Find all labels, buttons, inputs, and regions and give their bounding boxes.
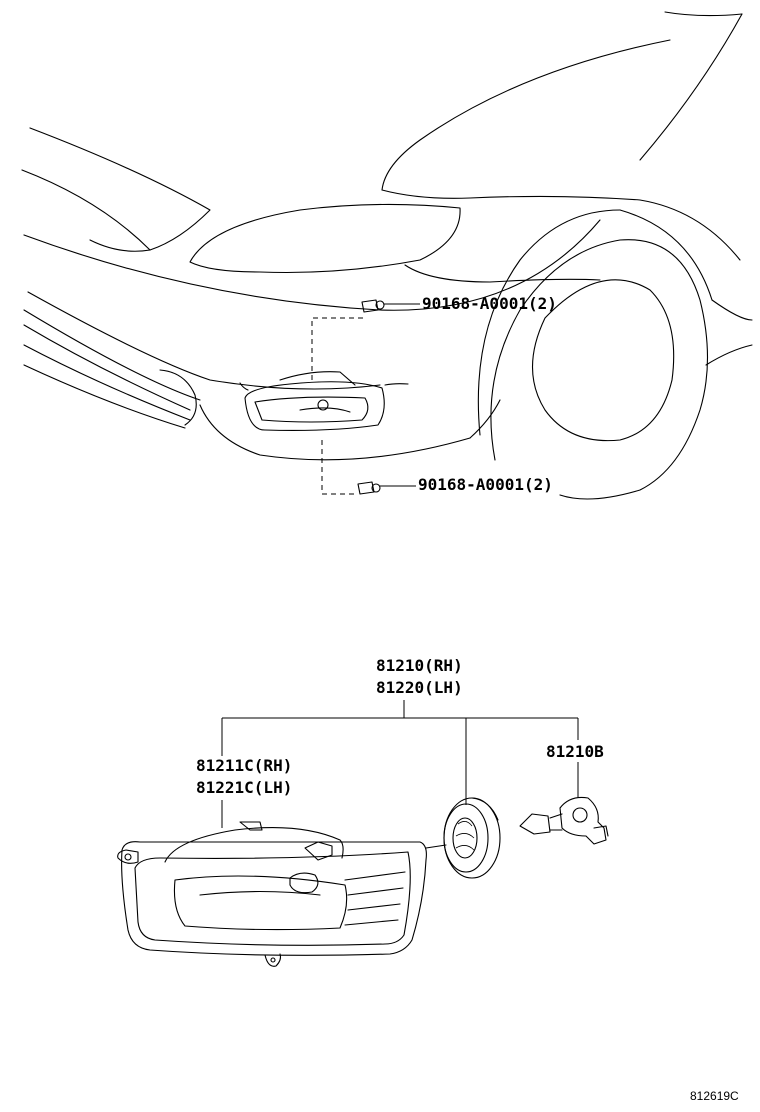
lens-lh-part-number: 81221C(LH) (196, 778, 292, 797)
upper-screw-part-number: 90168-A0001(2) (422, 294, 557, 313)
assembly-rh-part-number: 81210(RH) (376, 656, 463, 675)
lower-screw (321, 440, 416, 495)
upper-screw (311, 299, 420, 380)
diagram-reference-code: 812619C (690, 1089, 739, 1103)
car-front-illustration (21, 11, 753, 500)
assembly-lh-part-number: 81220(LH) (376, 678, 463, 697)
bulb-part-number: 81210B (546, 742, 604, 761)
assembly-leader-lines (221, 700, 579, 828)
fog-lamp-bulb (519, 796, 609, 845)
lower-screw-part-number: 90168-A0001(2) (418, 475, 553, 494)
bulb-socket-ring (443, 797, 501, 879)
fog-lamp-housing (117, 821, 447, 967)
lens-rh-part-number: 81211C(RH) (196, 756, 292, 775)
